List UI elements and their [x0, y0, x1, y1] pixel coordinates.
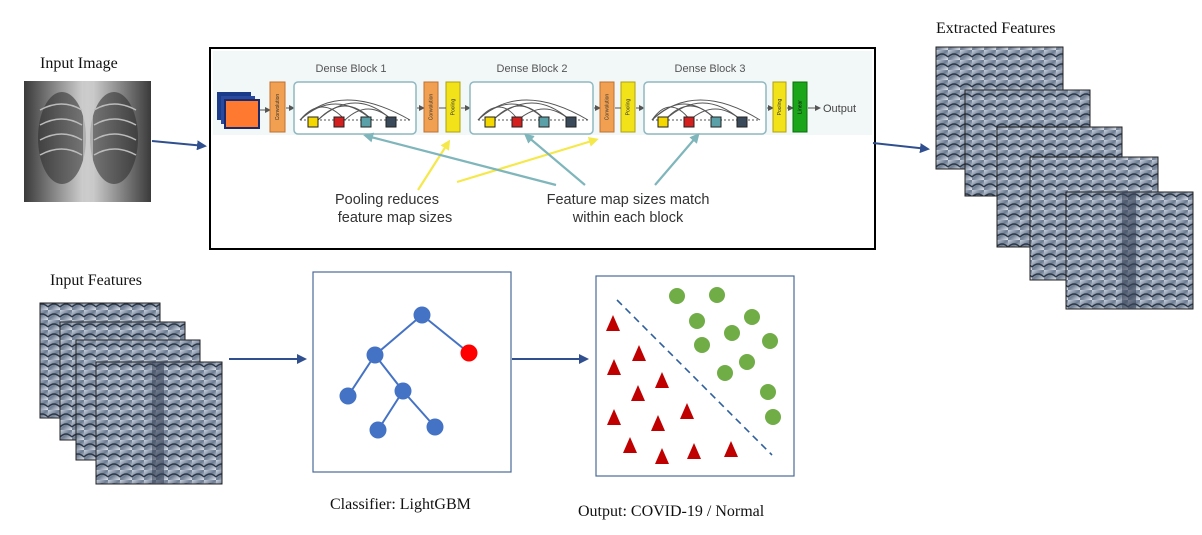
pooling-annotation-line-1: Pooling reduces	[335, 192, 439, 208]
convolution-label-2: Convolution	[428, 94, 434, 121]
pooling-layer-2	[620, 81, 636, 133]
extracted-features-caption: Extracted Features	[936, 20, 1056, 37]
pooling-layer-3	[772, 81, 787, 133]
input-features-caption: Input Features	[50, 272, 142, 289]
convolution-layer-3	[599, 81, 615, 133]
linear-layer	[792, 81, 808, 133]
classifier-panel	[312, 271, 512, 473]
feature-map-pointer-1	[363, 132, 557, 187]
decision-boundary	[616, 299, 773, 456]
feature-map-annotation-line-2: within each block	[572, 210, 684, 226]
input-features-stack	[39, 302, 223, 485]
normal-class-points	[669, 287, 781, 425]
pooling-label-2: Pooling	[625, 98, 631, 115]
densenet-output-label: Output	[823, 103, 856, 115]
convolution-layer-2	[423, 81, 439, 133]
tree-node	[366, 346, 384, 364]
feature-map-pointer-2	[523, 133, 586, 186]
feature-map-pointer-3	[654, 132, 700, 186]
tree-node-highlighted	[460, 344, 478, 362]
output-caption: Output: COVID-19 / Normal	[578, 503, 765, 520]
arrow-densenet-to-features	[872, 142, 930, 154]
tree-node	[413, 306, 431, 324]
output-panel	[595, 275, 795, 477]
densenet-input-thumbnail	[217, 92, 260, 129]
pooling-pointer-1	[456, 136, 599, 184]
arrow-input-to-densenet	[151, 140, 207, 151]
tree-node	[394, 382, 412, 400]
covid-class-points	[606, 315, 738, 464]
tree-node	[426, 418, 444, 436]
pooling-label-1: Pooling	[450, 98, 456, 115]
dense-block-1-title: Dense Block 1	[316, 63, 387, 75]
tree-node	[339, 387, 357, 405]
dense-block-3-title: Dense Block 3	[675, 63, 746, 75]
tree-node	[369, 421, 387, 439]
input-xray-image	[24, 81, 151, 202]
convolution-label-3: Convolution	[604, 94, 610, 121]
densenet-panel: Convolution Dense Block 1 Convolution Po…	[209, 47, 876, 250]
pooling-pointer-2	[417, 139, 451, 191]
classifier-caption: Classifier: LightGBM	[330, 496, 471, 513]
convolution-label-1: Convolution	[275, 94, 281, 121]
feature-map-annotation-line-1: Feature map sizes match	[547, 192, 710, 208]
extracted-features-stack	[935, 46, 1194, 310]
input-image-caption: Input Image	[40, 55, 118, 72]
convolution-layer-1	[269, 81, 286, 133]
dense-block-2-title: Dense Block 2	[497, 63, 568, 75]
dense-block-3	[643, 81, 767, 135]
pooling-label-3: Pooling	[777, 98, 783, 115]
pooling-layer-1	[445, 81, 461, 133]
pooling-annotation-line-2: feature map sizes	[338, 210, 452, 226]
linear-label: Linear	[797, 100, 803, 114]
